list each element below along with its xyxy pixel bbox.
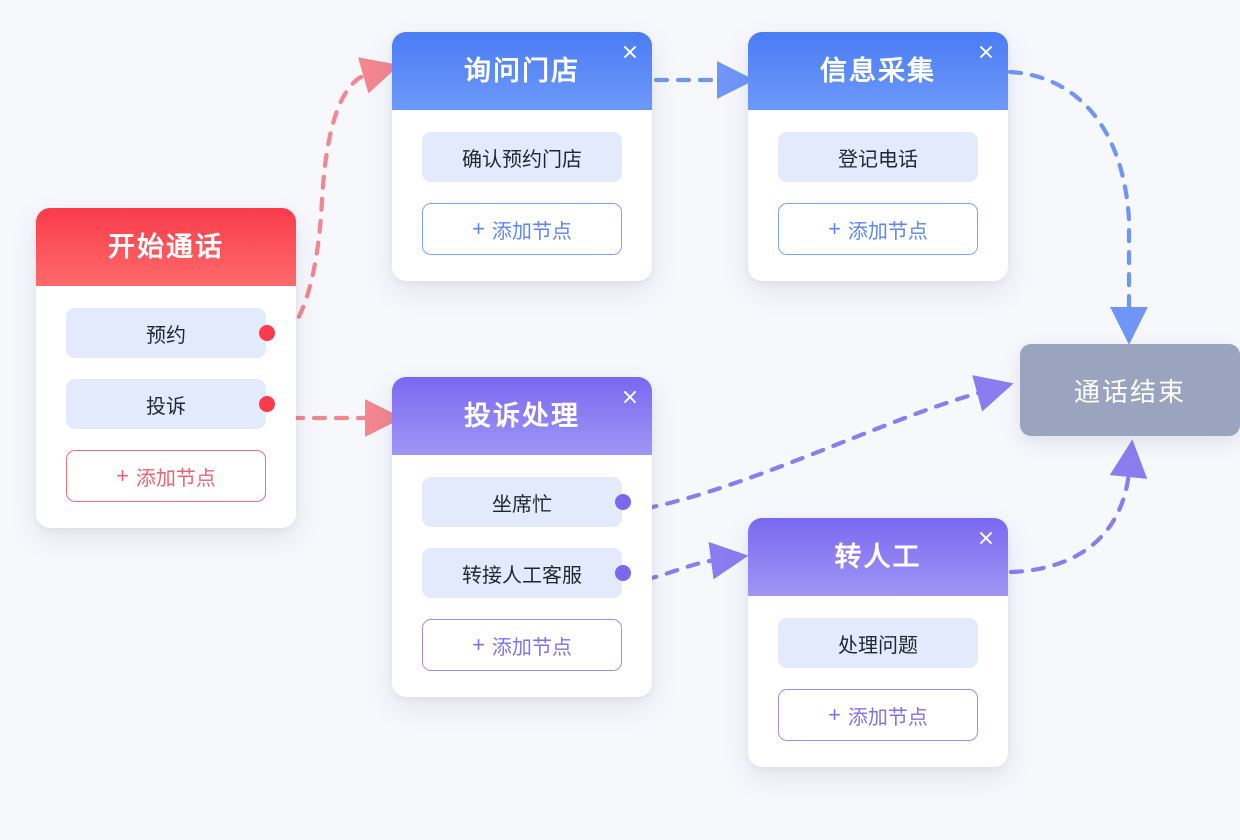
- node-body-start: 预约 投诉 添加节点 + 添加节点: [36, 286, 296, 528]
- node-title-start: 开始通话: [108, 231, 224, 262]
- node-title-collect-info: 信息采集: [820, 55, 936, 86]
- edge-agent-busy-to-call-end: [621, 375, 1014, 515]
- edge-collect-info-to-call-end: [1007, 69, 1148, 345]
- node-header-start: 开始通话: [36, 208, 296, 286]
- slot-label: 处理问题: [838, 634, 918, 657]
- add-node-button-to-agent[interactable]: + 添加节点: [778, 689, 978, 741]
- node-header-collect-info: 信息采集: [748, 32, 1008, 110]
- slot-label: 确认预约门店: [462, 148, 582, 171]
- close-icon[interactable]: [618, 40, 642, 64]
- add-node-button-collect-info[interactable]: + 添加节点: [778, 203, 978, 255]
- slot-handle-issue[interactable]: 处理问题: [778, 618, 978, 668]
- node-header-ask-store: 询问门店: [392, 32, 652, 110]
- node-ask-store[interactable]: 询问门店 确认预约门店 + 添加节点: [392, 32, 652, 281]
- plus-icon-glyph: +: [116, 463, 129, 488]
- slot-agent-busy[interactable]: 坐席忙: [422, 477, 631, 527]
- node-body-ask-store: 确认预约门店 + 添加节点: [392, 110, 652, 281]
- node-header-to-agent: 转人工: [748, 518, 1008, 596]
- edge-to-agent-to-call-end: [1008, 439, 1148, 575]
- slot-label: 坐席忙: [492, 493, 552, 516]
- port-dot-complaint[interactable]: [259, 396, 275, 412]
- slot-complaint[interactable]: 投诉: [66, 379, 275, 429]
- add-node-label: 添加节点: [491, 220, 572, 243]
- close-icon[interactable]: [974, 40, 998, 64]
- slot-appointment[interactable]: 预约: [66, 308, 275, 358]
- port-dot-appointment[interactable]: [259, 325, 275, 341]
- add-node-label: 添加节点: [135, 467, 216, 490]
- node-title-call-end: 通话结束: [1073, 376, 1186, 407]
- node-title-to-agent: 转人工: [834, 541, 922, 572]
- node-to-agent[interactable]: 转人工 处理问题 + 添加节点: [748, 518, 1008, 767]
- slot-label: 转接人工客服: [462, 564, 582, 587]
- add-node-label: 添加节点: [847, 706, 928, 729]
- node-complaint[interactable]: 投诉处理 坐席忙 转接人工客服 + 添加节点: [392, 377, 652, 697]
- node-body-complaint: 坐席忙 转接人工客服 + 添加节点: [392, 455, 652, 697]
- port-dot-agent-busy[interactable]: [615, 494, 631, 510]
- slot-label: 投诉: [146, 395, 186, 418]
- plus-icon-glyph: +: [828, 702, 841, 727]
- slot-label: 登记电话: [838, 148, 918, 171]
- node-title-complaint: 投诉处理: [464, 400, 580, 431]
- add-node-label: 添加节点: [847, 220, 928, 243]
- add-node-button-complaint[interactable]: + 添加节点: [422, 619, 622, 671]
- add-node-label: 添加节点: [491, 636, 572, 659]
- node-start[interactable]: 开始通话 预约 投诉 添加节点 + 添加节点: [36, 208, 296, 528]
- plus-icon-glyph: +: [472, 632, 485, 657]
- close-icon[interactable]: [974, 526, 998, 550]
- slot-register-phone[interactable]: 登记电话: [778, 132, 978, 182]
- slot-label: 预约: [146, 324, 186, 347]
- node-body-collect-info: 登记电话 + 添加节点: [748, 110, 1008, 281]
- close-icon[interactable]: [618, 385, 642, 409]
- slot-transfer-human[interactable]: 转接人工客服: [422, 548, 631, 598]
- node-collect-info[interactable]: 信息采集 登记电话 + 添加节点: [748, 32, 1008, 281]
- port-dot-transfer-human[interactable]: [615, 565, 631, 581]
- add-node-button-start[interactable]: 添加节点 + 添加节点: [66, 450, 266, 502]
- node-header-complaint: 投诉处理: [392, 377, 652, 455]
- node-title-ask-store: 询问门店: [464, 55, 580, 86]
- plus-icon-glyph: +: [472, 216, 485, 241]
- slot-confirm-store[interactable]: 确认预约门店: [422, 132, 622, 182]
- plus-icon-glyph: +: [828, 216, 841, 241]
- node-body-to-agent: 处理问题 + 添加节点: [748, 596, 1008, 767]
- node-call-end[interactable]: 通话结束: [1020, 344, 1240, 436]
- add-node-button-ask-store[interactable]: + 添加节点: [422, 203, 622, 255]
